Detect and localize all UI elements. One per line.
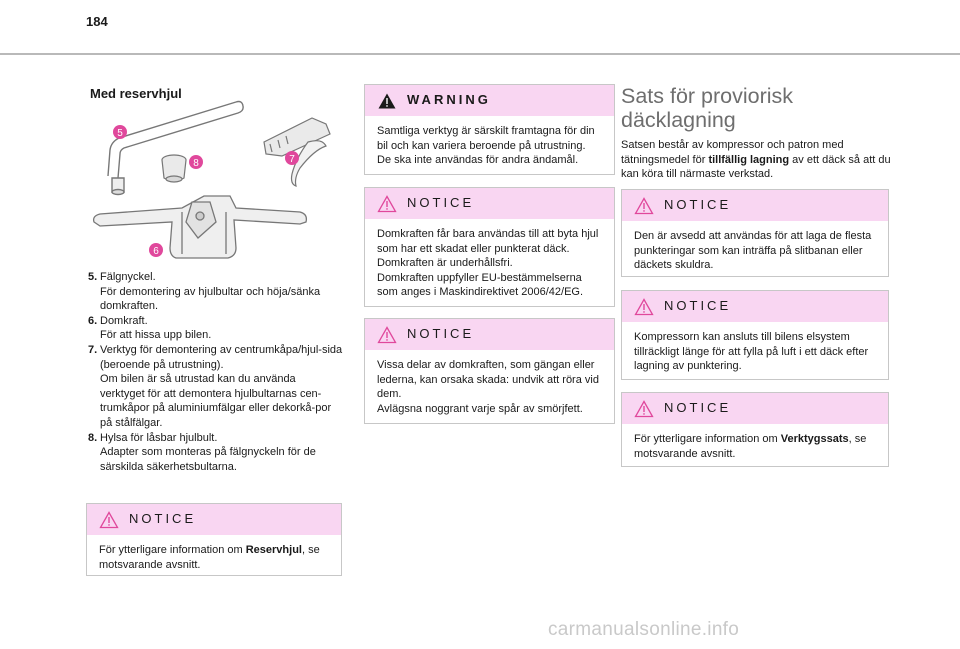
warning-triangle-icon <box>378 93 396 108</box>
item-title: Fälgnyckel. <box>100 271 156 283</box>
list-item: 7. Verktyg för demontering av centrumkåp… <box>88 343 343 431</box>
wheel-brace-icon <box>107 100 244 196</box>
item-description: Adapter som monteras på fälgnyckeln för … <box>100 446 316 473</box>
notice-header: NOTICE <box>622 291 888 322</box>
notice-box-jack: NOTICE Domkraften får bara användas till… <box>364 187 615 307</box>
item-number: 6. <box>88 314 98 327</box>
lock-bolt-socket-icon <box>161 154 187 183</box>
notice-label: NOTICE <box>407 195 475 211</box>
item-number: 8. <box>88 431 98 444</box>
caution-triangle-icon <box>377 325 397 343</box>
caution-triangle-icon <box>634 196 654 214</box>
notice-label: NOTICE <box>664 400 732 416</box>
notice-header: NOTICE <box>365 319 614 350</box>
notice-box-repair-use: NOTICE Den är avsedd att användas för at… <box>621 189 889 277</box>
page-number: 184 <box>86 14 108 29</box>
intro-paragraph: Satsen består av kompressor och patron m… <box>621 139 891 181</box>
notice-text: Kompressorn kan ansluts till bilens elsy… <box>634 331 869 373</box>
jack-icon <box>92 195 308 259</box>
notice-box-compressor: NOTICE Kompressorn kan ansluts till bile… <box>621 290 889 380</box>
item-title: Domkraft. <box>100 314 148 327</box>
svg-text:5: 5 <box>117 128 123 139</box>
item-description: För att hissa upp bilen. <box>100 329 212 342</box>
item-description: Om bilen är så utrustad kan du använda v… <box>100 373 332 429</box>
caution-triangle-icon <box>634 297 654 315</box>
svg-text:8: 8 <box>193 158 199 169</box>
tool-kit-illustration: 5 8 7 6 <box>92 100 331 259</box>
notice-text: För ytterligare information om Reservhju… <box>99 544 320 571</box>
notice-box-jack-safety: NOTICE Vissa delar av domkraften, som gä… <box>364 318 615 424</box>
reference-link-text: Verktygssats <box>780 433 849 445</box>
notice-label: NOTICE <box>407 326 475 342</box>
list-item: 6. Domkraft. För att hissa upp bilen. <box>88 314 343 343</box>
header-divider <box>0 53 960 55</box>
warning-label: WARNING <box>407 92 491 108</box>
section-title: Med reservhjul <box>90 86 182 101</box>
callout-8: 8 <box>189 155 203 169</box>
notice-label: NOTICE <box>664 298 732 314</box>
warning-header: WARNING <box>365 85 614 116</box>
warning-text: Samtliga verktyg är särskilt framtagna f… <box>377 125 595 167</box>
item-title: Verktyg för demontering av centrumkåpa/h… <box>100 343 343 371</box>
notice-header: NOTICE <box>87 504 341 535</box>
item-title: Hylsa för låsbar hjulbult. <box>100 431 218 444</box>
notice-box-toolkit: NOTICE För ytterligare information om Ve… <box>621 392 889 467</box>
tool-item-list: 5. Fälgnyckel. För demontering av hjulbul… <box>88 270 343 474</box>
caution-triangle-icon <box>99 510 119 528</box>
notice-header: NOTICE <box>622 393 888 424</box>
callout-5: 5 <box>113 125 127 139</box>
notice-label: NOTICE <box>129 511 197 527</box>
notice-text: Domkraften får bara användas till att by… <box>377 228 599 299</box>
notice-text: Vissa delar av domkraften, som gängan el… <box>377 359 599 415</box>
item-number: 7. <box>88 343 98 356</box>
notice-label: NOTICE <box>664 197 732 213</box>
watermark: carmanualsonline.info <box>548 619 740 640</box>
list-item: 8. Hylsa för låsbar hjulbult. Adapter som… <box>88 431 343 475</box>
list-item: 5. Fälgnyckel. För demontering av hjulbul… <box>88 270 343 314</box>
notice-text: Den är avsedd att användas för att laga … <box>634 230 872 272</box>
svg-text:6: 6 <box>153 246 159 257</box>
svg-text:7: 7 <box>289 154 295 165</box>
item-number: 5. <box>88 271 98 283</box>
notice-header: NOTICE <box>622 190 888 221</box>
caution-triangle-icon <box>634 399 654 417</box>
notice-text: För ytterligare information om Verktygss… <box>634 433 867 460</box>
hubcap-tool-icon <box>263 117 331 187</box>
callout-6: 6 <box>149 243 163 257</box>
reference-link-text: Reservhjul <box>245 544 302 556</box>
notice-box-spare-wheel: NOTICE För ytterligare information om Re… <box>86 503 342 576</box>
caution-triangle-icon <box>377 194 397 212</box>
notice-header: NOTICE <box>365 188 614 219</box>
callout-7: 7 <box>285 151 299 165</box>
warning-box: WARNING Samtliga verktyg är särskilt fra… <box>364 84 615 175</box>
item-description: För demontering av hjulbultar och höja/s… <box>100 285 321 313</box>
